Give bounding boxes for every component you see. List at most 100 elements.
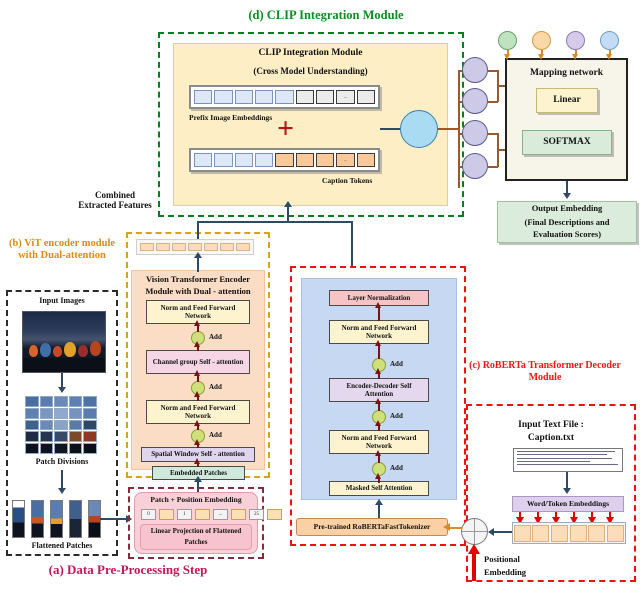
prefix-cell[interactable] xyxy=(275,90,294,104)
patch-divisions-label: Patch Divisions xyxy=(35,457,89,466)
caption-line xyxy=(517,460,591,463)
image-to-patches-line xyxy=(61,373,63,389)
hub-left-line xyxy=(380,128,400,130)
word-token-embeddings-box[interactable]: Word/Token Embeddings xyxy=(512,496,624,512)
preprocessing-frame xyxy=(6,290,118,556)
vit-arrow-line-f xyxy=(197,345,199,351)
caption-cell[interactable] xyxy=(194,153,213,167)
caption-cell[interactable] xyxy=(214,153,233,167)
mapping-input-arrow-1 xyxy=(504,54,510,60)
patch-cell xyxy=(39,396,54,407)
prefix-cell[interactable] xyxy=(254,90,274,104)
caption-cell[interactable] xyxy=(234,153,253,167)
prefix-cell[interactable] xyxy=(194,90,213,104)
dec-arrow-f xyxy=(375,340,381,346)
patch-token-number[interactable]: 25 xyxy=(249,509,264,520)
hidden-node-1 xyxy=(462,57,488,83)
token-embedding-box[interactable] xyxy=(551,524,569,542)
patch-token-slot[interactable] xyxy=(231,509,246,520)
vit-arrow-line-b xyxy=(197,443,199,448)
prefix-cell[interactable] xyxy=(295,90,314,104)
patch-token-slot[interactable] xyxy=(267,509,282,520)
patch-token-slot[interactable] xyxy=(195,509,210,520)
wt-arrow-line-1 xyxy=(519,512,521,519)
patches-to-flattened-arrow xyxy=(58,488,66,494)
wt-arrow-line-5 xyxy=(591,512,593,519)
wt-arrow-4 xyxy=(570,517,578,524)
mapping-input-node-sky xyxy=(600,31,619,50)
wt-arrow-line-6 xyxy=(609,512,611,519)
decoder-masked-self-attention[interactable]: Masked Self Attention xyxy=(329,481,429,496)
sum-to-tokenizer-line xyxy=(448,527,462,529)
caption-tokens-label: Caption Tokens xyxy=(322,176,373,185)
flattened-patches-strip xyxy=(12,500,101,538)
vit-arrow-line-a xyxy=(197,462,199,467)
balloon-shape xyxy=(78,345,88,357)
caption-cell[interactable] xyxy=(254,153,274,167)
softmax-layer-box[interactable]: SOFTMAX xyxy=(522,130,612,155)
balloon-shape xyxy=(40,343,51,357)
flattened-to-embed-line xyxy=(100,518,128,520)
prefix-cell[interactable] xyxy=(234,90,253,104)
mapping-input-node-green xyxy=(498,31,517,50)
caption-file-preview[interactable] xyxy=(513,448,623,472)
dec-arrow-line-g xyxy=(378,306,380,321)
section-c-title: (c) RoBERTa Transformer Decoder Module xyxy=(456,360,634,383)
caption-line xyxy=(517,451,615,453)
roberta-tokenizer-box[interactable]: Pre-trained RoBERTaFastTokenizer xyxy=(296,518,448,536)
vit-arrow-f xyxy=(194,341,200,347)
wt-arrow-2 xyxy=(534,517,542,524)
capfile-to-embeddings-arrow xyxy=(563,488,571,494)
linear-projection-box xyxy=(140,524,252,550)
patch-cell xyxy=(54,431,68,443)
vit-title-line-1: Vision Transformer Encoder xyxy=(145,274,251,284)
flattened-patches-label: Flattened Patches xyxy=(31,541,93,550)
mapping-input-line-4 xyxy=(609,50,611,55)
patch-cell xyxy=(54,407,68,419)
linear-layer-box[interactable]: Linear xyxy=(536,88,598,113)
caption-cell[interactable]: ... xyxy=(336,153,355,167)
mapping-input-line-1 xyxy=(507,50,509,55)
prefix-cell[interactable]: ... xyxy=(336,90,355,104)
patch-token-number[interactable]: ... xyxy=(213,509,228,520)
token-embedding-box[interactable] xyxy=(588,524,606,542)
caption-cell[interactable] xyxy=(295,153,314,167)
prefix-cell[interactable] xyxy=(214,90,233,104)
vit-token xyxy=(156,243,170,251)
mapping-input-arrow-4 xyxy=(606,54,612,60)
patches-to-flattened-line xyxy=(61,470,63,490)
vit-token xyxy=(188,243,202,251)
crowd-silhouette xyxy=(23,358,105,372)
token-embedding-box[interactable] xyxy=(532,524,550,542)
prefix-image-embeddings-strip: ... xyxy=(189,85,380,109)
positional-embedding-label-2: Embedding xyxy=(484,567,527,577)
combined-extracted-features-label: Combined Extracted Features xyxy=(70,190,160,211)
section-c-label: (c) RoBERTa Transformer Decoder Module xyxy=(469,360,621,383)
decoder-add-mid-label: Add xyxy=(390,412,403,420)
vit-panel-to-strip-line xyxy=(197,256,199,272)
vit-arrow-c xyxy=(194,420,200,426)
patch-token-number[interactable]: 1 xyxy=(177,509,192,520)
dec-arrow-line-f xyxy=(378,344,380,359)
caption-cell[interactable] xyxy=(356,153,375,167)
vit-arrow-line-e xyxy=(197,374,199,382)
balloon-shape xyxy=(53,346,62,357)
token-embedding-box[interactable] xyxy=(513,524,531,542)
prefix-cell[interactable] xyxy=(356,90,375,104)
patch-cell xyxy=(25,431,39,443)
patch-cell xyxy=(68,431,83,443)
mapping-to-output-line xyxy=(566,181,568,195)
tree-vertical-line xyxy=(458,70,460,188)
wt-arrow-1 xyxy=(516,517,524,524)
caption-cell[interactable] xyxy=(315,153,335,167)
token-embedding-box[interactable] xyxy=(569,524,587,542)
vit-title-line-2: Module with Dual - attention xyxy=(145,286,251,296)
prefix-cell[interactable] xyxy=(315,90,335,104)
patch-token-slot[interactable] xyxy=(159,509,174,520)
patch-token-number[interactable]: 0 xyxy=(141,509,156,520)
caption-cell[interactable] xyxy=(275,153,294,167)
vit-arrow-line-c xyxy=(197,424,199,430)
token-embedding-box[interactable] xyxy=(607,524,625,542)
section-b-label: (b) ViT encoder module with Dual-attenti… xyxy=(8,238,116,262)
mapping-input-arrow-3 xyxy=(572,54,578,60)
